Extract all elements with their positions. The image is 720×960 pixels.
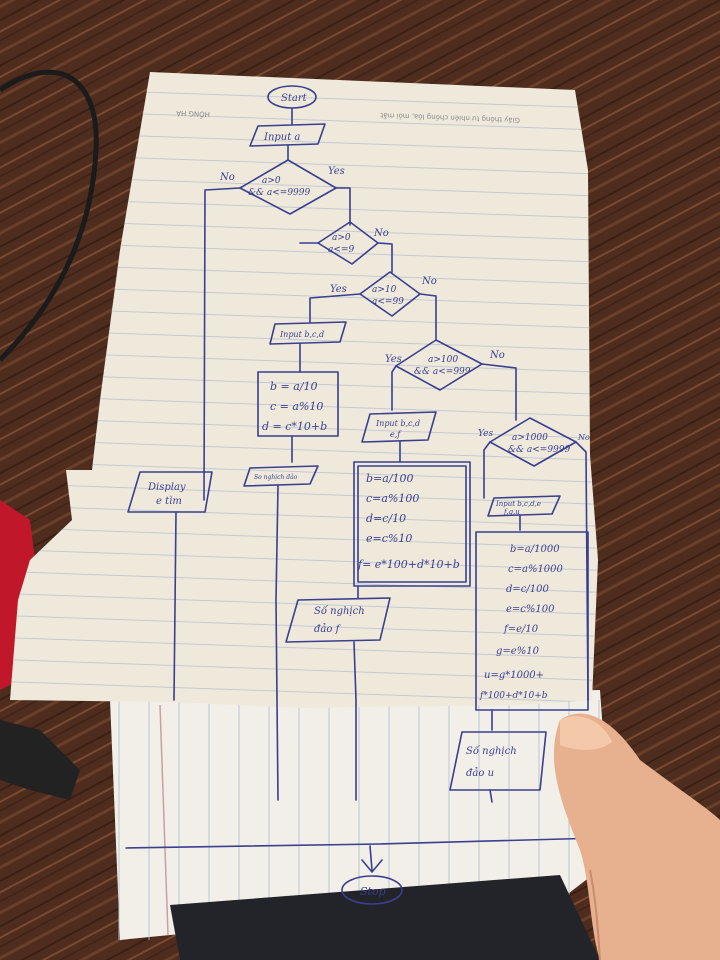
stop-label: Stop	[360, 885, 386, 898]
d4-line2: && a<=999	[414, 367, 471, 377]
d3-no: No	[421, 276, 437, 287]
d3-line2: a<=99	[372, 297, 404, 307]
d2-line1: a>0	[332, 233, 351, 243]
calc2-line3: d = c*10+b	[262, 420, 327, 433]
calc4-line8: f*100+d*10+b	[479, 691, 548, 701]
cable	[0, 69, 99, 362]
calc3-line5: f= e*100+d*10+b	[357, 558, 460, 571]
d1-no: No	[219, 172, 235, 183]
flowchart: Start Input a a>0 && a<=9999 No Yes a>0 …	[125, 85, 601, 905]
start-label: Start	[281, 93, 308, 104]
calc3-line1: b=a/100	[366, 472, 414, 485]
calc4-line3: d=c/100	[506, 584, 549, 595]
output-3-label-1: Số nghịch	[314, 606, 365, 617]
flowchart-paper: Giấy thông tư nhiên chống lóa, mỏi mắt H…	[10, 72, 598, 708]
output-4-label-2: đảo u	[466, 768, 494, 779]
d1-line2: && a<=9999	[248, 188, 311, 198]
d1-yes: Yes	[328, 166, 345, 177]
d4-no: No	[489, 350, 505, 361]
calc4-line2: c=a%1000	[508, 564, 564, 575]
d2-line2: a<=9	[328, 245, 354, 255]
d5-yes: Yes	[478, 429, 493, 439]
input-bcdef-label-2: e,f	[390, 430, 402, 439]
input-bcdefgu-label-2: f,g,u	[503, 508, 520, 516]
dark-object	[0, 720, 80, 800]
d4-yes: Yes	[385, 354, 402, 365]
calc4-line7: u=g*1000+	[484, 670, 544, 681]
input-a-label: Input a	[263, 132, 300, 143]
lower-notebook-page	[110, 690, 612, 960]
d3-line1: a>10	[372, 285, 397, 295]
d3-yes: Yes	[330, 284, 347, 295]
calc2-line2: c = a%10	[270, 400, 323, 413]
d2-no: No	[373, 228, 389, 239]
display-label-2: e tìm	[156, 496, 182, 507]
input-bcd-label: Input b,c,d	[279, 330, 324, 339]
calc4-line4: e=c%100	[506, 604, 555, 615]
calc3-line3: d=c/10	[366, 512, 406, 525]
output-4-label-1: Số nghịch	[466, 746, 517, 757]
d4-line1: a>100	[428, 355, 458, 365]
calc4-line5: f=e/10	[503, 624, 539, 635]
output-3-label-2: đảo f	[314, 624, 342, 635]
output-2-label: So nghịch đảo	[254, 474, 298, 481]
d5-no: No	[577, 433, 590, 442]
display-label-1: Display	[147, 482, 186, 493]
d1-line1: a>0	[262, 176, 281, 186]
calc4-line1: b=a/1000	[510, 544, 560, 555]
d5-line2: && a<=9999	[508, 445, 571, 455]
calc4-line6: g=e%10	[496, 646, 540, 657]
notebook-brand: HỒNG HÀ	[176, 109, 210, 120]
calc3-line4: e=c%10	[366, 532, 412, 545]
hand	[553, 713, 720, 960]
input-bcdef-label-1: Input b,c,d	[375, 419, 420, 428]
input-bcdefgu-label-1: Input b,c,d,e	[495, 500, 541, 508]
d5-line1: a>1000	[512, 433, 548, 443]
calc3-line2: c=a%100	[366, 492, 419, 505]
calc2-line1: b = a/10	[270, 380, 318, 393]
